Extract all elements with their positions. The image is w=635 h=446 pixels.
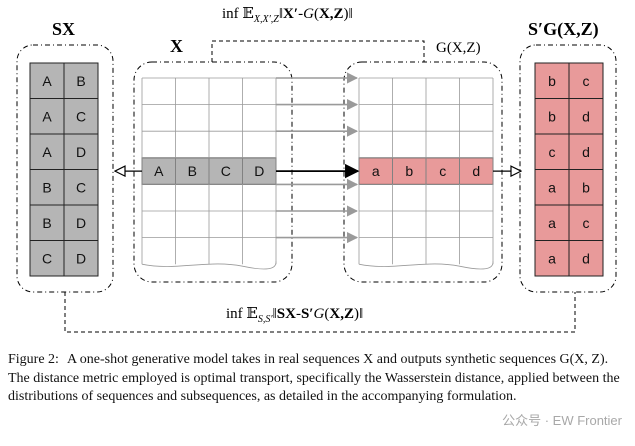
sprime-cell: [568, 98, 604, 135]
sx-cell-text: A: [42, 73, 52, 89]
gxz-highlight-text: c: [439, 163, 446, 179]
sprime-cell-text: b: [548, 108, 556, 124]
sx-cell: [63, 169, 99, 206]
x-grid: A B C D: [141, 77, 277, 270]
sx-title: SX: [52, 19, 75, 39]
x-highlight-text: C: [221, 163, 231, 179]
sx-cell: [63, 133, 99, 170]
sx-cell: [29, 62, 65, 99]
formula-bottom: inf 𝔼S,S′‖SX-S′G(X,Z)‖: [226, 306, 363, 325]
formula-top: inf 𝔼X,X′,Z‖X′-G(X,Z)‖: [222, 6, 353, 25]
sx-cell: [29, 204, 65, 241]
bottom-connector: [64, 292, 576, 333]
watermark: 公众号 · EW Frontier: [499, 410, 625, 429]
sx-container: [16, 44, 114, 293]
sx-cell-text: D: [76, 144, 86, 160]
sx-cell-text: C: [76, 108, 86, 124]
sprime-cell-text: a: [548, 179, 556, 195]
x-highlight-text: D: [254, 163, 264, 179]
arrows: [115, 72, 521, 244]
caption-text: A one-shot generative model takes in rea…: [8, 352, 620, 404]
sprime-cell-text: d: [582, 250, 590, 266]
gxz-highlight-text: d: [472, 163, 480, 179]
sx-cell-text: B: [42, 215, 51, 231]
sprime-cell: [534, 62, 570, 99]
top-connector: [211, 40, 425, 62]
sx-cell-text: C: [76, 179, 86, 195]
sx-cell-text: C: [42, 250, 52, 266]
sx-cell-text: D: [76, 250, 86, 266]
diagram: SX X G(X,Z) S′G(X,Z) inf 𝔼X,X′,Z‖X′-G(X,…: [16, 6, 617, 333]
sprime-cell-text: a: [548, 215, 556, 231]
x-highlight-text: A: [154, 163, 164, 179]
sprime-cell-text: d: [582, 108, 590, 124]
sx-cell-text: B: [76, 73, 85, 89]
sprime-cell-text: a: [548, 250, 556, 266]
gxz-highlight-text: b: [405, 163, 413, 179]
sprime-cell: [534, 133, 570, 170]
sx-cell: [63, 204, 99, 241]
figure-caption: Figure 2:A one-shot generative model tak…: [8, 351, 628, 407]
sx-grid: A B A C A D B C B D C D: [29, 62, 99, 277]
sprime-cell: [568, 240, 604, 277]
sx-cell-text: A: [42, 108, 52, 124]
sx-cell: [63, 240, 99, 277]
sprime-cell-text: c: [583, 73, 590, 89]
x-title: X: [170, 36, 183, 56]
gxz-highlight-cell: [425, 157, 460, 185]
sprime-grid: b c b d c d a b a c a d: [534, 62, 604, 277]
sprime-cell-text: d: [582, 144, 590, 160]
sprime-title: S′G(X,Z): [528, 19, 599, 40]
sprime-cell: [534, 204, 570, 241]
sprime-cell: [534, 169, 570, 206]
sprime-cell-text: b: [548, 73, 556, 89]
sx-cell: [63, 98, 99, 135]
sprime-cell: [534, 98, 570, 135]
sx-cell-text: A: [42, 144, 52, 160]
gxz-torn-edge: [358, 261, 494, 270]
sx-cell-text: B: [42, 179, 51, 195]
caption-label: Figure 2:: [8, 352, 59, 367]
x-highlight-text: B: [188, 163, 197, 179]
sprime-cell-text: c: [583, 215, 590, 231]
gxz-title: G(X,Z): [436, 40, 481, 56]
x-torn-edge: [141, 261, 277, 270]
sprime-cell: [568, 204, 604, 241]
gxz-highlight-text: a: [372, 163, 380, 179]
sprime-container: [519, 44, 617, 293]
gxz-grid: a b c d: [358, 77, 494, 270]
sprime-cell-text: c: [549, 144, 556, 160]
sprime-cell-text: b: [582, 179, 590, 195]
sx-cell-text: D: [76, 215, 86, 231]
sprime-cell: [568, 133, 604, 170]
